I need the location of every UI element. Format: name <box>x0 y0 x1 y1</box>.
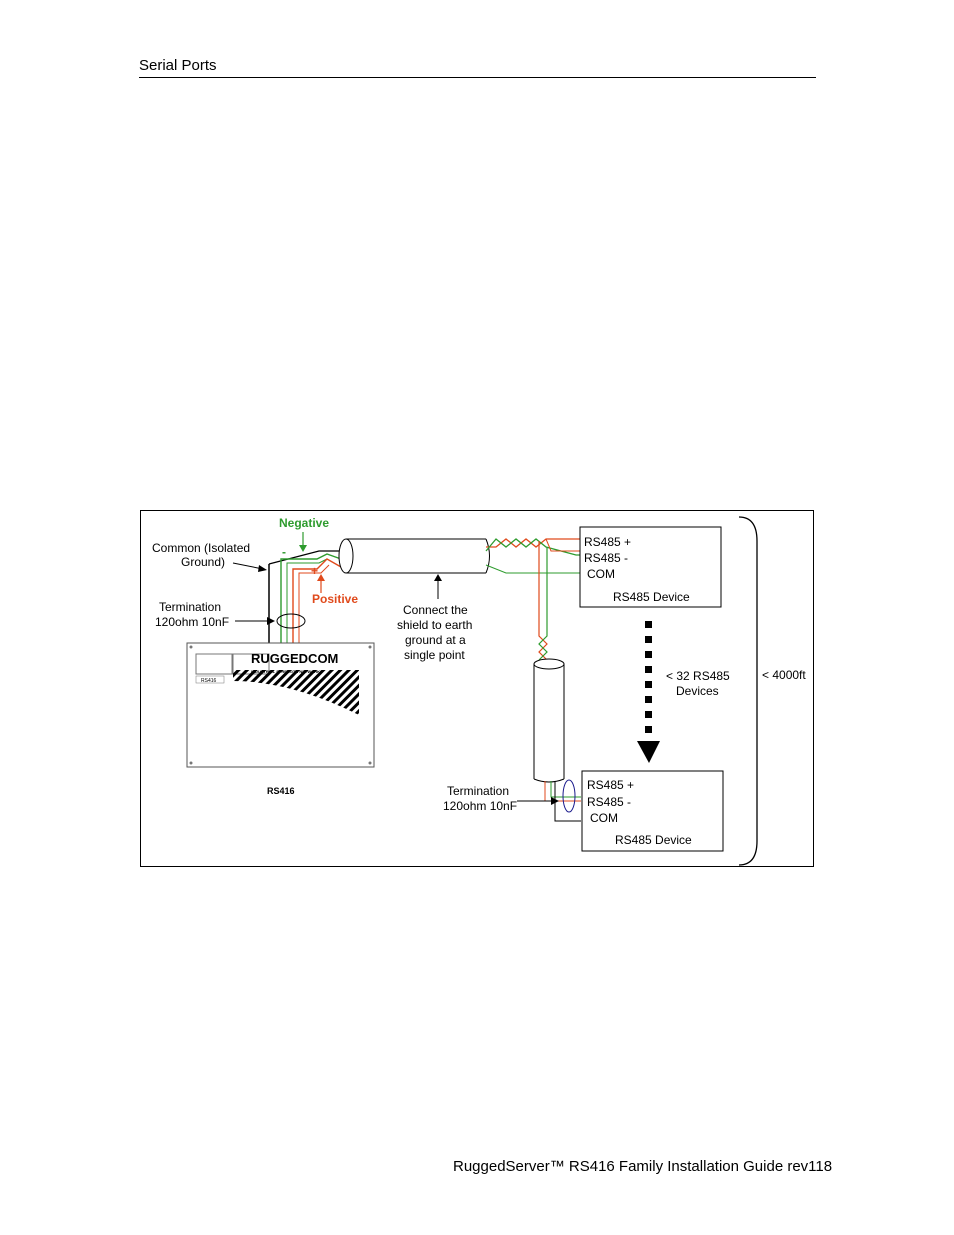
rs416-unit: RUGGEDCOM INDUSTRIAL STRENGTH NETWORKS R… <box>186 642 375 768</box>
shield-label-4: single point <box>404 648 465 662</box>
term-left-resistor <box>276 613 306 629</box>
positive-wire <box>292 558 342 643</box>
unit-caption: RS416 <box>267 786 295 796</box>
distance-label: < 4000ft <box>762 668 806 682</box>
device-bottom-name: RS485 Device <box>615 833 692 847</box>
term-left-arrowhead <box>267 617 275 625</box>
shield-arrowhead <box>434 574 442 581</box>
plus-sign: + <box>311 564 318 578</box>
twisted-pair-top <box>485 538 581 661</box>
device-bottom-com-label: COM <box>590 811 618 825</box>
term-left-label-2: 120ohm 10nF <box>155 615 229 629</box>
shielded-cable-vertical <box>533 658 581 822</box>
common-arrowhead <box>258 565 267 572</box>
device-top-neg-label: RS485 - <box>584 551 628 565</box>
positive-arrowhead <box>317 574 325 581</box>
shield-label-3: ground at a <box>405 633 466 647</box>
rs485-wiring-diagram: RS485 + RS485 - COM RS485 Device RS485 +… <box>140 510 814 867</box>
common-arrow <box>232 562 264 570</box>
common-label-1: Common (Isolated <box>152 541 250 555</box>
term-right-resistor <box>562 779 576 813</box>
unit-logo: RUGGEDCOM <box>251 651 338 666</box>
shielded-cable-horizontal <box>338 538 490 574</box>
negative-arrowhead <box>299 545 307 552</box>
term-left-label-1: Termination <box>159 600 221 614</box>
common-label-2: Ground) <box>181 555 225 569</box>
device-bottom-pos-label: RS485 + <box>587 778 634 792</box>
negative-label: Negative <box>279 516 329 530</box>
diagram-svg: RS485 + RS485 - COM RS485 Device RS485 +… <box>152 516 806 866</box>
device-top-pos-label: RS485 + <box>584 535 631 549</box>
term-right-label-1: Termination <box>447 784 509 798</box>
shield-label-2: shield to earth <box>397 618 472 632</box>
term-right-label-2: 120ohm 10nF <box>443 799 517 813</box>
max-devices-label-1: < 32 RS485 <box>666 669 730 683</box>
max-devices-label-2: Devices <box>676 684 719 698</box>
device-bottom-neg-label: RS485 - <box>587 795 631 809</box>
term-right-arrowhead <box>551 797 559 805</box>
device-top-com-label: COM <box>587 567 615 581</box>
positive-label: Positive <box>312 592 358 606</box>
unit-model-badge: RS416 <box>201 678 217 684</box>
page-footer: RuggedServer™ RS416 Family Installation … <box>453 1158 833 1175</box>
rs485-device-top: RS485 + RS485 - COM RS485 Device <box>579 526 722 608</box>
device-top-name: RS485 Device <box>613 590 690 604</box>
header-rule <box>139 77 816 78</box>
distance-bracket <box>738 516 758 866</box>
more-devices-arrow <box>637 621 660 763</box>
minus-sign: - <box>282 545 286 559</box>
rs485-device-bottom: RS485 + RS485 - COM RS485 Device <box>581 770 724 852</box>
page-header-title: Serial Ports <box>139 57 217 74</box>
shield-label-1: Connect the <box>403 603 468 617</box>
negative-wire <box>280 553 342 643</box>
